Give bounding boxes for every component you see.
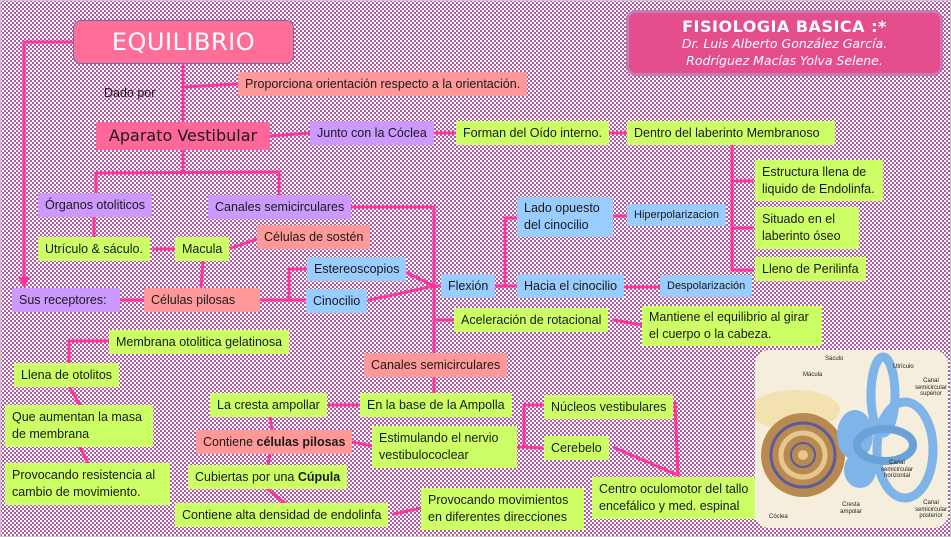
header-credits: FISIOLOGIA BASICA :* Dr. Luis Alberto Go… — [626, 10, 943, 76]
title-equilibrio: EQUILIBRIO — [73, 20, 294, 64]
label-canal-superior: Canal semicircular superior — [915, 378, 948, 398]
node-contiene-celulas-pilosas: Contiene células pilosas — [196, 430, 353, 454]
node-canales-semicirculares-mid: Canales semicirculares — [364, 353, 508, 377]
node-sus-receptores: Sus receptores: — [12, 288, 120, 312]
cubiertas-bold: Cúpula — [297, 469, 341, 484]
label-canal-horizontal: Canal semicircular horizontal — [880, 460, 913, 480]
node-lado-opuesto: Lado opuesto del cinocilio — [517, 197, 613, 237]
node-macula: Macula — [175, 237, 230, 261]
node-provocando-movimientos: Provocando movimientos en diferentes dir… — [421, 488, 584, 530]
node-membrana-otolitica: Membrana otolitica gelatinosa — [109, 330, 290, 354]
cubiertas-prefix: Cubiertas por una — [195, 469, 295, 484]
node-alta-densidad: Contiene alta densidad de endolinfa — [175, 503, 389, 527]
node-provocando-resistencia: Provocando resistencia al cambio de movi… — [5, 463, 170, 505]
node-mantiene-equilibrio: Mantiene el equilibrio al girar el cuerp… — [642, 306, 822, 346]
contiene-prefix: Contiene — [203, 434, 254, 449]
contiene-bold: células pilosas — [256, 434, 346, 449]
node-celulas-pilosas: Células pilosas — [144, 288, 260, 312]
node-celulas-sosten: Células de sostén — [257, 225, 371, 249]
node-aceleracion: Aceleración de rotacional — [454, 308, 609, 332]
node-proporciona: Proporciona orientación respecto a la or… — [238, 72, 528, 96]
node-llena-otolitos: Llena de otolitos — [14, 363, 120, 387]
inner-ear-drawing — [755, 350, 948, 528]
node-forman-oido: Forman del Oído interno. — [456, 121, 609, 145]
node-estructura-llena: Estructura llena de liquido de Endolinfa… — [755, 160, 883, 201]
node-situado-oseo: Situado en el laberinto óseo — [755, 207, 859, 249]
node-cerebelo: Cerebelo — [544, 436, 609, 460]
node-hiperpolarizacion: Hiperpolarizacion — [627, 204, 726, 226]
node-hacia-cinocilio: Hacia el cinocilio — [517, 274, 625, 298]
node-aparato-vestibular: Aparato Vestibular — [96, 122, 270, 150]
node-dentro-laberinto: Dentro del laberinto Membranoso — [627, 121, 835, 145]
node-organos-otoliticos: Órganos otoliticos — [38, 193, 153, 217]
node-centro-oculomotor: Centro oculomotor del tallo encefálico y… — [592, 477, 774, 519]
label-utriculo: Utrículo — [893, 364, 914, 370]
node-canales-semicirculares-top: Canales semicirculares — [208, 195, 352, 219]
node-despolarizacion: Despolarización — [660, 275, 753, 297]
label-saculo: Sáculo — [825, 356, 844, 362]
node-base-ampolla: En la base de la Ampolla — [360, 393, 512, 417]
node-cinocilio: Cinocilio — [306, 289, 368, 313]
node-estimulando: Estimulando el nervio vestibulococlear — [372, 426, 517, 468]
node-junto-coclea: Junto con la Cóclea — [310, 121, 434, 145]
node-flexion: Flexión — [441, 274, 496, 298]
inner-ear-illustration: Sáculo Mácula Utrículo Canal semicircula… — [755, 350, 948, 528]
node-utriculo-saculo: Utrículo & sáculo. — [38, 237, 150, 261]
course-title: FISIOLOGIA BASICA :* — [682, 17, 887, 37]
node-cresta-ampollar: La cresta ampollar — [210, 393, 327, 417]
node-nucleos-vestibulares: Núcleos vestibulares — [544, 395, 674, 419]
label-cresta: Cresta ampolar — [840, 502, 862, 515]
node-estereoscopios: Estereoscopios — [307, 257, 407, 281]
node-aumentan-masa: Que aumentan la masa de membrana — [5, 405, 153, 447]
node-lleno-perilinfa: Lleno de Perilinfa — [755, 257, 866, 281]
dado-por-label: Dado por — [104, 86, 156, 100]
student-name: Rodríguez Macías Yolva Selene. — [686, 52, 883, 68]
label-canal-posterior: Canal semicircular posterior — [915, 500, 948, 520]
label-macula: Mácula — [803, 372, 823, 378]
node-cubiertas-cupula: Cubiertas por una Cúpula — [188, 465, 348, 489]
professor-name: Dr. Luis Alberto González García. — [681, 36, 888, 52]
label-coclea: Cóclea — [769, 514, 788, 520]
